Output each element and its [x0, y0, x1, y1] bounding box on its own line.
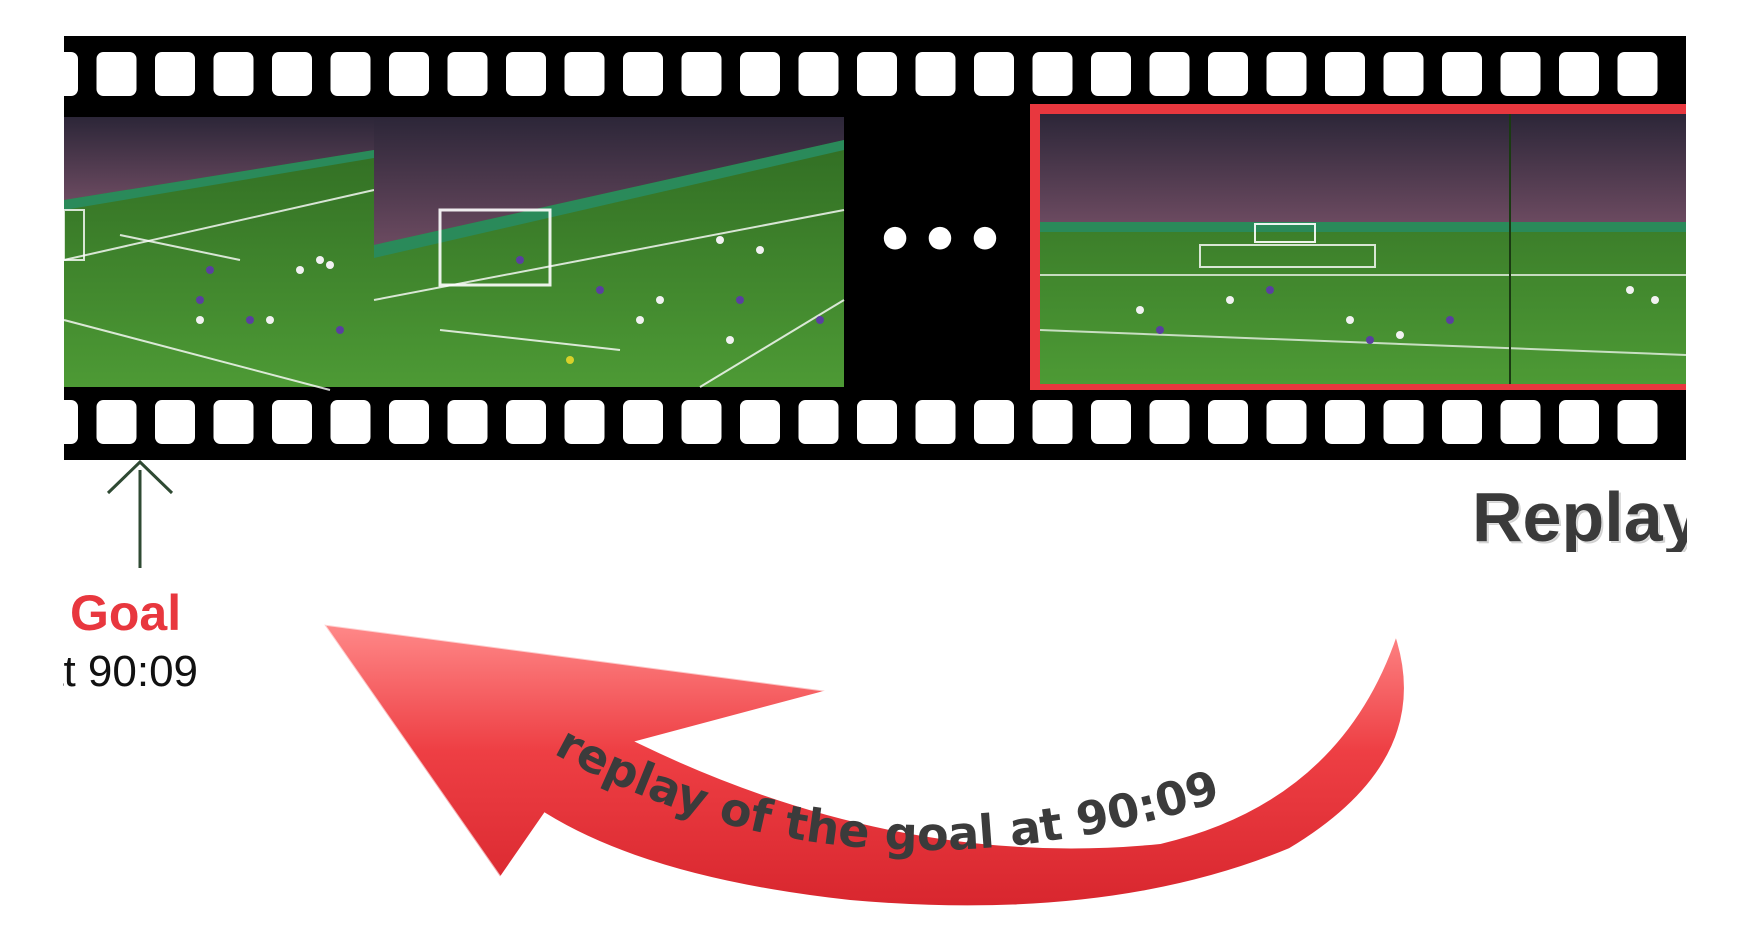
goal-time-text: at 90:09 — [63, 650, 198, 694]
sprocket-hole — [857, 400, 897, 444]
sprocket-hole — [1384, 400, 1424, 444]
goal-time: at 90:09 — [63, 650, 283, 694]
sprocket-hole — [740, 52, 780, 96]
sprocket-hole — [974, 400, 1014, 444]
sprocket-hole — [389, 52, 429, 96]
sprocket-hole — [1442, 52, 1482, 96]
sprocket-hole — [1091, 400, 1131, 444]
sprocket-hole — [623, 400, 663, 444]
replay-curved-arrow: replay of the goal at 90:09 — [320, 622, 1406, 907]
sprocket-hole — [1325, 52, 1365, 96]
sprocket-hole — [916, 52, 956, 96]
video-frame-1 — [64, 117, 374, 390]
sprocket-hole — [740, 400, 780, 444]
sprocket-hole — [1033, 52, 1073, 96]
sprocket-hole — [857, 52, 897, 96]
sprocket-hole — [799, 52, 839, 96]
sprocket-hole — [448, 400, 488, 444]
sprocket-hole — [1267, 400, 1307, 444]
sprocket-hole — [565, 52, 605, 96]
sprocket-hole — [1442, 400, 1482, 444]
sprocket-hole — [1208, 400, 1248, 444]
sprocket-hole — [916, 400, 956, 444]
ellipsis-dots: ••• — [875, 204, 1010, 278]
sprocket-hole — [1208, 52, 1248, 96]
sprocket-hole — [1501, 400, 1541, 444]
sprocket-hole — [38, 52, 78, 96]
sprocket-hole — [214, 52, 254, 96]
sprocket-hole — [272, 400, 312, 444]
sprocket-hole — [155, 400, 195, 444]
sprocket-hole — [1618, 52, 1658, 96]
sprocket-hole — [1618, 400, 1658, 444]
sprocket-hole — [799, 400, 839, 444]
sprocket-hole — [389, 400, 429, 444]
sprocket-hole — [97, 400, 137, 444]
sprocket-hole — [1150, 52, 1190, 96]
sprocket-hole — [623, 52, 663, 96]
sprocket-hole — [565, 400, 605, 444]
video-frame-2 — [374, 117, 844, 387]
sprocket-hole — [1325, 400, 1365, 444]
sprocket-hole — [97, 52, 137, 96]
sprocket-hole — [272, 52, 312, 96]
replay-label: Replay — [1472, 482, 1687, 552]
sprocket-hole — [38, 400, 78, 444]
sprocket-hole — [448, 52, 488, 96]
film-strip: ••• — [38, 36, 1686, 460]
sprocket-hole — [974, 52, 1014, 96]
sprocket-hole — [1150, 400, 1190, 444]
sprocket-hole — [331, 52, 371, 96]
replay-frame — [1030, 104, 1686, 390]
sprocket-hole — [214, 400, 254, 444]
sprocket-hole — [1559, 400, 1599, 444]
sprocket-hole — [1267, 52, 1307, 96]
goal-pointer-arrow — [108, 462, 172, 568]
sprocket-hole — [155, 52, 195, 96]
sprocket-hole — [682, 400, 722, 444]
sprocket-hole — [506, 400, 546, 444]
sprocket-hole — [1384, 52, 1424, 96]
sprocket-hole — [682, 52, 722, 96]
sprocket-hole — [331, 400, 371, 444]
goal-title: Goal — [70, 588, 181, 638]
sprocket-hole — [1559, 52, 1599, 96]
sprocket-hole — [1091, 52, 1131, 96]
sprocket-hole — [1501, 52, 1541, 96]
sprocket-hole — [1033, 400, 1073, 444]
sprocket-hole — [506, 52, 546, 96]
